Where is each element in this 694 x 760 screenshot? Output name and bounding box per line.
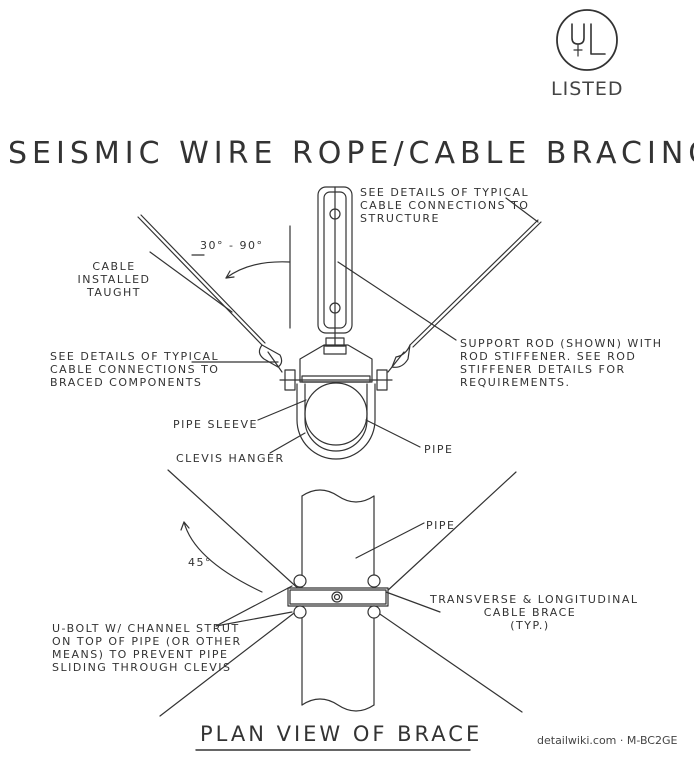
label-line: TRANSVERSE & LONGITUDINAL [430,593,639,606]
label-pipe-plan: PIPE [426,519,456,532]
clevis-hanger [279,344,393,460]
label-angle-45: 45° [188,556,212,569]
label-line: STIFFENER DETAILS FOR [460,363,626,376]
angle-arc [225,261,291,279]
label-line: (TYP.) [510,619,550,632]
label-line: REQUIREMENTS. [460,376,571,389]
listed-label: LISTED [551,78,624,100]
label-u-bolt: U-BOLT W/ CHANNEL STRUT ON TOP OF PIPE (… [52,622,242,674]
label-line: INSTALLED [77,273,151,286]
label-line: CABLE CONNECTIONS TO [50,363,220,376]
u-bolt-strut [287,574,389,619]
label-line: CABLE [92,260,136,273]
label-clevis-hanger: CLEVIS HANGER [176,452,285,465]
label-support-rod: SUPPORT ROD (SHOWN) WITH ROD STIFFENER. … [460,337,663,389]
label-pipe-sleeve: PIPE SLEEVE [173,418,258,431]
source-watermark: detailwiki.com · M-BC2GE [537,734,678,747]
label-cable-taught: CABLE INSTALLED TAUGHT [64,260,164,299]
label-line: SUPPORT ROD (SHOWN) WITH [460,337,663,350]
ul-listed-logo [556,9,618,71]
label-line: ROD STIFFENER. SEE ROD [460,350,637,363]
label-pipe: PIPE [424,443,454,456]
pipe-section [301,375,371,446]
plan-view-title: PLAN VIEW OF BRACE [200,722,483,746]
plan-leaders [215,522,441,627]
elevation-leaders [149,197,539,454]
label-top-connections: SEE DETAILS OF TYPICAL CABLE CONNECTIONS… [360,186,529,225]
label-angle-range: 30° - 90° [200,239,264,252]
label-line: TAUGHT [87,286,141,299]
label-line: SEE DETAILS OF TYPICAL [50,350,220,363]
label-left-connections: SEE DETAILS OF TYPICAL CABLE CONNECTIONS… [50,350,219,389]
label-line: MEANS) TO PREVENT PIPE [52,648,229,661]
label-line: CABLE CONNECTIONS TO [360,199,530,212]
label-line: BRACED COMPONENTS [50,376,203,389]
label-line: SLIDING THROUGH CLEVIS [52,661,232,674]
support-rod [317,186,353,355]
angle-45-arc [183,521,263,593]
label-line: CABLE BRACE [483,606,577,619]
plan-brace-cables [159,469,523,717]
label-line: STRUCTURE [360,212,440,225]
label-line: ON TOP OF PIPE (OR OTHER [52,635,242,648]
label-line: U-BOLT W/ CHANNEL STRUT [52,622,240,635]
label-cable-brace: TRANSVERSE & LONGITUDINAL CABLE BRACE (T… [430,593,639,632]
label-line: SEE DETAILS OF TYPICAL [360,186,530,199]
drawing-title: SEISMIC WIRE ROPE/CABLE BRACING [8,136,694,171]
